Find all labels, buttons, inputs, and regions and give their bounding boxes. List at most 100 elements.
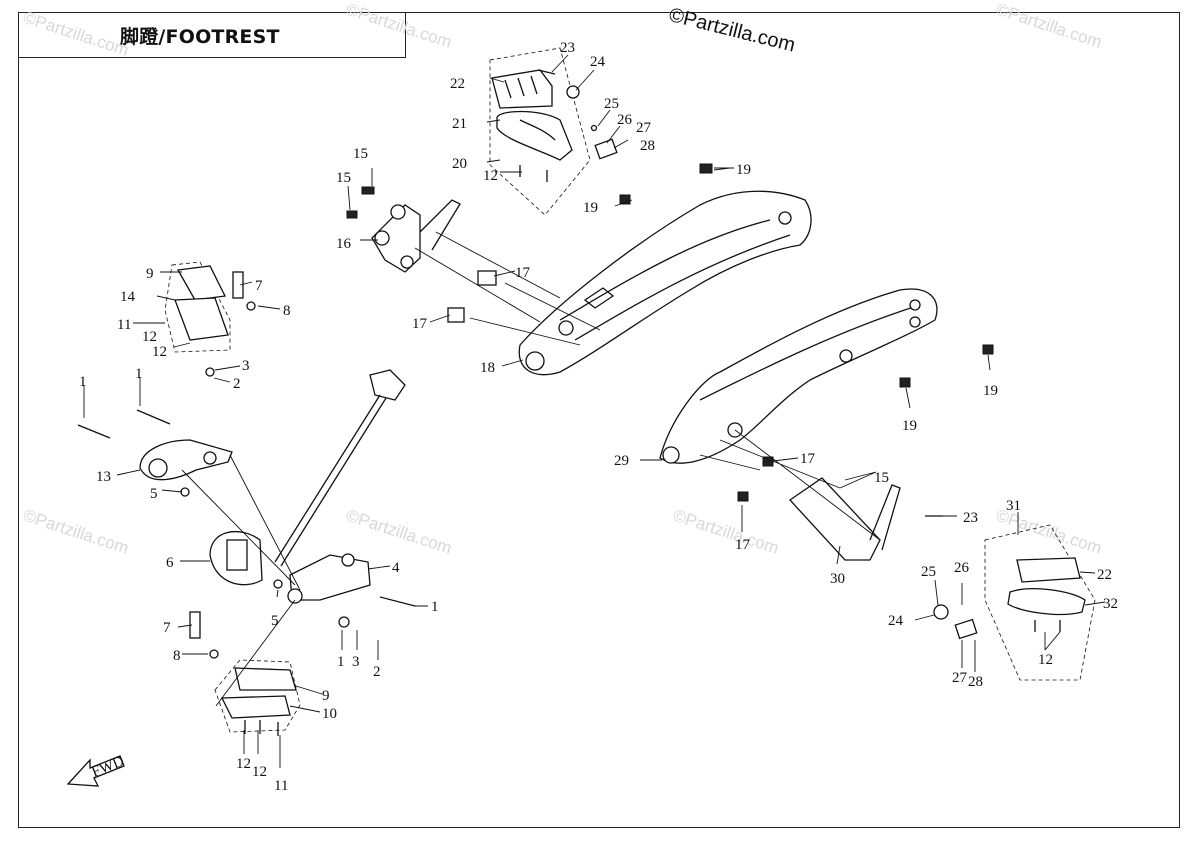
- callout-32: 32: [1103, 596, 1118, 612]
- washer: [933, 604, 949, 620]
- footpeg-rubber-pad: [176, 265, 226, 301]
- bolt-head: [361, 186, 375, 195]
- shift-rod: [280, 397, 387, 567]
- bolt-head: [982, 344, 994, 355]
- bolt-head: [737, 491, 749, 502]
- callout-25: 25: [604, 96, 619, 112]
- watermark: ©Partzilla.com: [21, 506, 131, 558]
- callout-31: 31: [1006, 498, 1021, 514]
- page-title: 脚蹬/FOOTREST: [120, 26, 280, 48]
- arm-body: [659, 288, 938, 464]
- arm-rib: [699, 304, 921, 401]
- callout-7: 7: [255, 278, 263, 294]
- clip: [246, 301, 256, 311]
- callout-12: 12: [152, 344, 167, 360]
- callout-15: 15: [336, 170, 351, 186]
- diagram-frame: [18, 12, 1180, 828]
- fwd-arrow-icon: [66, 755, 125, 787]
- group-outline: [214, 659, 301, 733]
- detent-plate: [594, 138, 618, 160]
- boss: [374, 230, 390, 246]
- watermark: ©Partzilla.com: [21, 8, 131, 60]
- callout-13: 13: [96, 469, 111, 485]
- footpeg-rubber-pad: [1016, 557, 1081, 583]
- callout-3: 3: [242, 358, 250, 374]
- lower-frame-arm: [659, 288, 994, 561]
- pivot-spring: [226, 539, 248, 571]
- callout-19: 19: [583, 200, 598, 216]
- callout-23: 23: [963, 510, 978, 526]
- shift-rod: [274, 394, 381, 563]
- front-footrest-lower-group: [189, 611, 301, 736]
- bolt-head: [699, 163, 713, 174]
- gusset: [583, 287, 615, 309]
- callout-2: 2: [373, 664, 381, 680]
- screws: [519, 165, 548, 182]
- watermark: ©Partzilla.com: [994, 0, 1104, 52]
- callout-21: 21: [452, 116, 467, 132]
- callout-10: 10: [322, 706, 337, 722]
- callout-12: 12: [483, 168, 498, 184]
- callout-27: 27: [952, 670, 968, 686]
- collar: [447, 307, 465, 323]
- mount-hole: [341, 553, 355, 567]
- bolt-head: [899, 377, 911, 388]
- fwd-arrow: FWD: [66, 753, 127, 787]
- callout-24: 24: [590, 54, 606, 70]
- callout-1: 1: [135, 366, 143, 382]
- footpeg-bracket: [496, 110, 573, 161]
- callout-23: 23: [560, 40, 575, 56]
- callout-24: 24: [888, 613, 904, 629]
- group-outline: [984, 524, 1096, 681]
- callout-3: 3: [352, 654, 360, 670]
- callout-12: 12: [236, 756, 251, 772]
- callout-22: 22: [1097, 567, 1112, 583]
- mount-hole: [525, 351, 545, 371]
- shift-pedal-tip: [369, 369, 406, 401]
- callout-28: 28: [640, 138, 655, 154]
- boss: [390, 204, 406, 220]
- boss: [400, 255, 414, 269]
- rear-footrest-lower-group: [925, 515, 1096, 681]
- callout-8: 8: [173, 648, 181, 664]
- screws: [1034, 620, 1061, 632]
- mount-hole: [662, 446, 680, 464]
- pin: [537, 69, 556, 75]
- callout-17: 17: [735, 537, 751, 553]
- nut: [180, 487, 190, 497]
- washer: [338, 616, 350, 628]
- callout-20: 20: [452, 156, 467, 172]
- bolt: [136, 409, 171, 425]
- washer: [273, 579, 283, 589]
- clevis-pin: [232, 271, 244, 299]
- upper-frame-arm: [447, 163, 812, 376]
- callout-9: 9: [322, 688, 330, 704]
- callout-18: 18: [480, 360, 495, 376]
- callout-5: 5: [271, 613, 279, 629]
- mount-hole: [909, 316, 921, 328]
- mount-hole: [148, 458, 168, 478]
- bolt: [77, 424, 111, 439]
- mount-hole: [203, 451, 217, 465]
- callout-6: 6: [166, 555, 174, 571]
- washer: [566, 85, 580, 99]
- heel-guard: [419, 199, 461, 251]
- bolt-head: [346, 210, 358, 219]
- upper-hanger-bracket: [346, 186, 461, 273]
- callout-2: 2: [233, 376, 241, 392]
- group-outline: [164, 261, 231, 353]
- arm-body: [518, 190, 812, 376]
- callout-17: 17: [412, 316, 428, 332]
- callout-26: 26: [954, 560, 970, 576]
- footpeg-rubber-pad: [234, 667, 297, 691]
- callout-28: 28: [968, 674, 983, 690]
- callout-30: 30: [830, 571, 845, 587]
- pad-ridges: [504, 75, 538, 99]
- shift-lever-assembly: [209, 369, 416, 628]
- callout-12: 12: [1038, 652, 1053, 668]
- callout-11: 11: [117, 317, 131, 333]
- hanger-casting: [371, 204, 421, 273]
- callout-25: 25: [921, 564, 936, 580]
- washer: [205, 367, 215, 377]
- callout-11: 11: [274, 778, 288, 794]
